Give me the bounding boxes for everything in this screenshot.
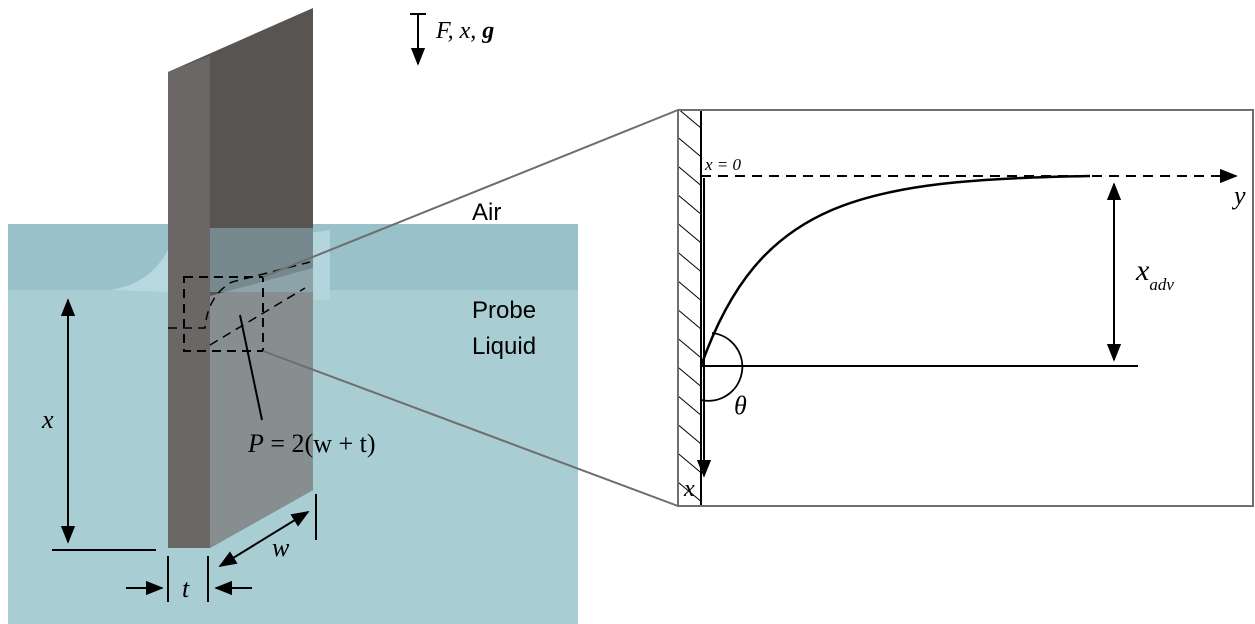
x-adv-label: xadv <box>1135 254 1174 294</box>
meniscus-left <box>110 250 168 292</box>
x-zero-label: x = 0 <box>704 155 742 174</box>
connector-bottom <box>262 350 679 507</box>
air-label: Air <box>472 199 501 226</box>
width-arrow <box>218 511 310 567</box>
wilhelmy-plate <box>168 8 313 548</box>
width-label: w <box>272 533 290 562</box>
meniscus-profile <box>699 174 1091 367</box>
contact-line-dashed <box>168 261 311 329</box>
liquid-label: Liquid <box>472 333 536 360</box>
wetted-line-dashed <box>209 287 306 346</box>
connector-top <box>262 109 679 278</box>
depth-label: x <box>41 405 54 434</box>
wall-hatch <box>679 111 701 505</box>
force-label: F, x, g <box>435 18 494 44</box>
probe-label: Probe <box>472 297 536 324</box>
perimeter-label: P = 2(w + t) <box>247 429 376 458</box>
y-axis-label: y <box>1231 181 1246 210</box>
detail-panel: x = 0 y x xadv θ <box>677 109 1254 507</box>
detail-frame <box>677 109 1254 507</box>
gravity-label: g <box>481 18 494 44</box>
thickness-label: t <box>182 574 190 603</box>
x-axis-label: x <box>683 476 695 502</box>
plate-submerged-front <box>168 290 210 548</box>
theta-label: θ <box>734 391 747 420</box>
liquid-overlay-plate <box>210 228 313 292</box>
perimeter-leader <box>239 314 263 421</box>
contact-angle-arc <box>700 332 744 402</box>
plate-submerged-face <box>210 268 313 548</box>
